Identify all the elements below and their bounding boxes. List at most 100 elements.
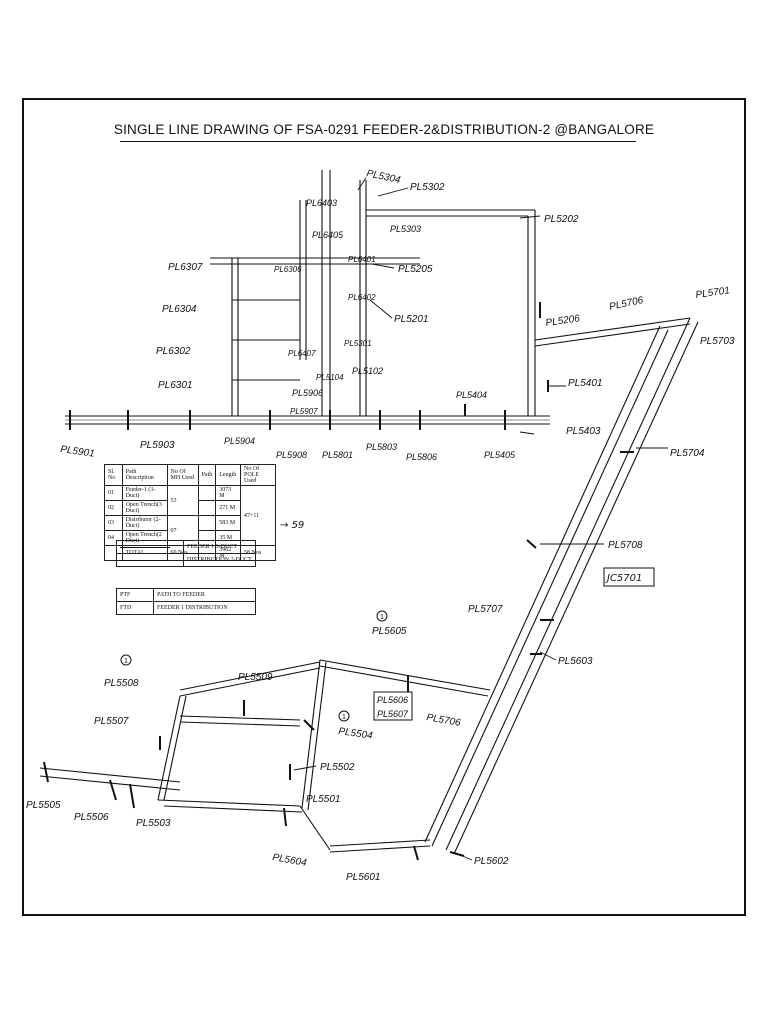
circle-markers	[120, 610, 388, 722]
label-PL6401: PL6401	[348, 255, 376, 264]
label-PL5404: PL5404	[456, 390, 487, 400]
label-PL5504: PL5504	[338, 726, 374, 742]
label-PL5501: PL5501	[306, 794, 340, 805]
header-cell: Path Description	[121, 464, 168, 486]
label-PL5708: PL5708	[608, 540, 643, 551]
label-PL5908: PL5908	[276, 450, 307, 460]
label-PL5603: PL5603	[558, 656, 593, 667]
abbrev-text: FEEDER 1 DISTRIBUTION	[153, 601, 256, 615]
table-row: 01 Feeder-1 (3-Duct) 53 3073 M 47+11	[104, 485, 276, 546]
label-PL5509: PL5509	[238, 672, 273, 683]
label-PL5703: PL5703	[700, 336, 735, 347]
label-PL6304: PL6304	[162, 304, 197, 315]
label-PL5302: PL5302	[410, 182, 445, 193]
label-PL5906: PL5906	[292, 388, 323, 398]
label-PL5403: PL5403	[566, 426, 601, 437]
label-PL5706: PL5706	[608, 295, 644, 313]
legend-line-sample	[116, 540, 184, 554]
line-legend: FEEDER 1 3-DUCT DISTRIBUTION 2-DUCT	[116, 540, 256, 567]
table-cell: 53	[166, 485, 199, 516]
abbrev-row: FTD FEEDER 1 DISTRIBUTION	[116, 601, 256, 615]
upper-right-block	[366, 209, 691, 416]
table-cell	[197, 500, 217, 516]
label-PL5901: PL5901	[60, 444, 96, 460]
leader-arrows	[293, 177, 668, 861]
total-note-value: 59	[291, 520, 305, 531]
abbrev-code: PTF	[116, 588, 154, 602]
label-PL6302: PL6302	[156, 346, 191, 357]
upper-main-road	[65, 415, 550, 425]
label-PL5704: PL5704	[670, 448, 705, 459]
legend-label: FEEDER 1 3-DUCT	[183, 540, 256, 554]
label-PL6307: PL6307	[168, 262, 203, 273]
label-PL5206: PL5206	[545, 313, 581, 329]
pole-markers	[43, 302, 634, 861]
table-cell: Feeder-1 (3-Duct)	[121, 485, 168, 501]
header-cell: Length	[215, 464, 242, 486]
circle-marker-digits: 1 1 1	[124, 614, 384, 721]
label-PL5601: PL5601	[346, 872, 380, 883]
circle-digit: 1	[380, 614, 384, 621]
label-PL5401: PL5401	[568, 378, 602, 389]
label-PL5904: PL5904	[224, 436, 255, 446]
total-note: → 59	[280, 520, 305, 531]
table-cell: 03	[104, 515, 123, 531]
label-PL5607: PL5607	[377, 709, 409, 719]
label-PL5503: PL5503	[136, 818, 171, 829]
label-PL5201: PL5201	[394, 314, 428, 325]
label-PL5304: PL5304	[365, 168, 401, 186]
label-PL5508: PL5508	[104, 678, 139, 689]
label-PL6301: PL6301	[158, 380, 192, 391]
header-cell: No Of MH Used	[166, 464, 199, 486]
drawing-border	[22, 98, 746, 916]
label-PL6407: PL6407	[288, 349, 316, 358]
label-PL5605: PL5605	[372, 626, 407, 637]
label-PL5806: PL5806	[406, 452, 437, 462]
table-cell: 583 M	[215, 515, 242, 531]
legend-label: DISTRIBUTION 2-DUCT	[183, 553, 256, 567]
table-cell: 01	[104, 485, 123, 501]
header-cell: Sl. No	[104, 464, 123, 486]
pl5606-box	[373, 691, 413, 721]
legend-line-sample	[116, 553, 184, 567]
circle-digit: 1	[124, 658, 128, 665]
label-PL5606: PL5606	[377, 695, 408, 705]
abbrev-text: PATH TO FEEDER	[153, 588, 256, 602]
upper-vertical-road	[299, 170, 367, 416]
label-PL5205: PL5205	[398, 264, 433, 275]
circle-digit: 1	[342, 714, 346, 721]
label-PL6405: PL6405	[312, 230, 344, 240]
label-PL5502: PL5502	[320, 762, 355, 773]
jc5701-box	[603, 567, 655, 587]
pole-labels: PL5304 PL5302 PL6403 PL5303 PL6405 PL520…	[26, 168, 735, 883]
table-header-row: Sl. No Path Description No Of MH Used Pa…	[104, 464, 276, 486]
label-PL5907: PL5907	[290, 407, 318, 416]
table-cell: Open Trench(3 Duct)	[121, 500, 168, 516]
abbrev-row: PTF PATH TO FEEDER	[116, 588, 256, 602]
label-PL5801: PL5801	[322, 450, 353, 460]
label-PL5507: PL5507	[94, 716, 129, 727]
label-PL6306: PL6306	[274, 265, 302, 274]
label-PL5706b: PL5706	[425, 712, 461, 729]
label-PL5405: PL5405	[484, 450, 516, 460]
label-JC5701: JC5701	[605, 573, 642, 584]
drawing-title: SINGLE LINE DRAWING OF FSA-0291 FEEDER-2…	[113, 122, 655, 137]
upper-left-block	[210, 257, 420, 416]
diagonal-feeder-road	[424, 317, 699, 855]
table-cell: 47+11	[240, 485, 276, 546]
label-PL5505: PL5505	[26, 800, 61, 811]
label-PL5707: PL5707	[468, 604, 503, 615]
legend-row: FEEDER 1 3-DUCT	[116, 540, 256, 554]
label-PL6402: PL6402	[348, 293, 376, 302]
header-cell: Path	[197, 464, 217, 486]
label-PL5701: PL5701	[695, 285, 731, 301]
table-cell: Distributor (2-Duct)	[121, 515, 168, 531]
label-PL5301: PL5301	[344, 339, 372, 348]
header-cell: No Of POLE Used	[240, 464, 276, 486]
label-PL5803: PL5803	[366, 442, 397, 452]
title-underline	[120, 141, 636, 142]
table-cell: 271 M	[215, 500, 242, 516]
label-PL5303: PL5303	[390, 224, 421, 234]
